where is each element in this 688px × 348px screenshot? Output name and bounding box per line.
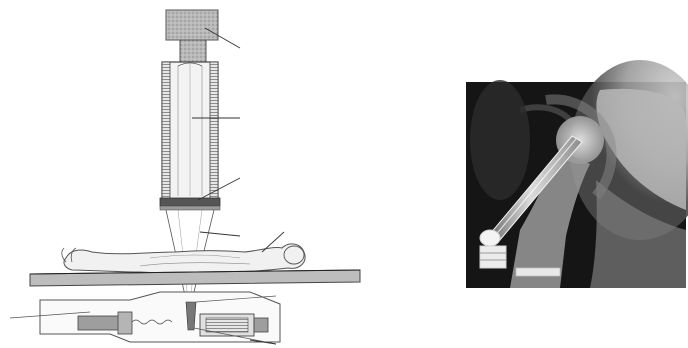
hip-radiograph <box>466 60 688 288</box>
apparatus-diagram <box>10 10 360 344</box>
patient-table <box>30 270 360 286</box>
camera-block <box>166 10 218 62</box>
xray-source-housing <box>10 292 280 344</box>
image-intensifier-tube <box>160 62 220 210</box>
patient-figure <box>62 244 305 274</box>
leader-line-beam <box>200 232 240 236</box>
